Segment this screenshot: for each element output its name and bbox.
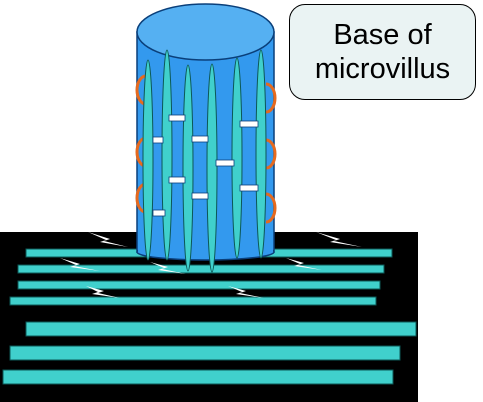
actin-filament [142,59,154,261]
terminal-web-highlights [60,232,362,298]
cross-link [215,159,235,167]
terminal-web-filament [17,264,385,274]
actin-filament [206,63,218,273]
cross-link [191,192,209,200]
highlight-flash [86,286,120,298]
terminal-web-filament [2,369,394,385]
lateral-link [135,182,147,214]
microvillus-top [136,3,275,61]
actin-filament [182,64,194,272]
lateral-link [135,74,147,106]
cross-link [191,135,209,143]
terminal-web-filament [17,280,381,290]
cross-link [239,120,259,128]
cross-link [168,176,186,184]
label-box: Base of microvillus [289,4,476,100]
cross-link [152,209,166,217]
highlight-flash [88,232,128,247]
lateral-link [265,138,277,170]
highlight-flash [286,258,322,270]
actin-filament [255,49,267,259]
cross-link [152,136,164,144]
cross-link [168,114,186,122]
label-line-1: Base of [333,19,432,51]
label-line-2: microvillus [314,53,451,85]
lateral-link [265,192,277,224]
terminal-web-filament [9,345,401,361]
cross-link [239,184,259,192]
lateral-link [265,82,277,114]
highlight-flash [60,258,100,271]
terminal-web-filament [9,296,377,306]
highlight-flash [316,232,362,247]
terminal-web-filament [25,321,417,337]
actin-core [142,49,267,273]
microvillus [135,3,277,273]
actin-filament [231,57,243,259]
highlight-flash [228,286,264,298]
highlight-flash [150,262,186,274]
actin-filament [161,49,173,261]
cross-links [152,114,259,217]
